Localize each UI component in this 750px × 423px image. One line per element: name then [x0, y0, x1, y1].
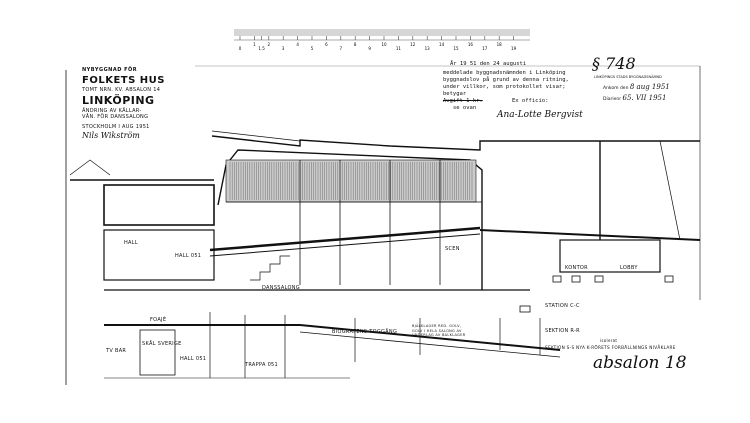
stamp-diarie-value: 65. VII 1951: [622, 94, 667, 102]
label-tv-bar: TV BAR: [106, 348, 127, 354]
title-line-6: VÅN. FÖR DANSSALONG: [82, 114, 149, 120]
approval-line-4: betygar: [443, 91, 467, 97]
label-isolerat: isolerat: [600, 338, 618, 343]
approval-fee: Avgift 1 kr.: [443, 98, 483, 104]
label-danssalong: DANSSALONG: [262, 285, 300, 291]
label-lobby: LOBBY: [620, 265, 638, 271]
ruler-tick-label: 13: [425, 46, 431, 51]
paragraph-number: § 748: [592, 54, 636, 73]
approval-line-2: byggnadslov på grund av denna ritning,: [443, 77, 569, 83]
ruler-tick-label: 5: [311, 46, 314, 51]
ruler-tick-label: 3: [282, 46, 285, 51]
ruler-tick-label: 9: [368, 46, 371, 51]
approval-line-6: se ovan: [453, 105, 477, 111]
label-bjalklager-note: BJÄLKLAGER RED. GOLV, GOLV I HELA SALONG…: [412, 324, 466, 337]
stamp-diarie-label: Diarienr: [603, 97, 622, 102]
title-line-3: TOMT NRN. KV. ABSALON 14: [82, 87, 161, 93]
ruler-tick-label: 18: [497, 42, 503, 47]
approval-date: År 19 51 den 24 augusti: [450, 61, 527, 67]
ruler-tick-label: 1: [253, 42, 256, 47]
label-hall-lower: HALL 051: [180, 356, 207, 362]
label-skal: SKÅL SVERIGE: [142, 341, 182, 347]
ruler-tick-label: 2: [268, 42, 271, 47]
stamp-ankom-label: Ankom den: [603, 86, 629, 91]
label-kontor: KONTOR: [565, 265, 588, 271]
architect-signature: Nils Wikström: [82, 131, 140, 140]
label-foaje: FOAJÉ: [150, 317, 167, 323]
title-line-1: NYBYGGNAD FÖR: [82, 67, 138, 73]
ruler-tick-label: 12: [410, 42, 416, 47]
ruler-tick-label: 19: [511, 46, 517, 51]
stamp-ankom-value: 8 aug 1951: [629, 83, 670, 91]
ruler-tick-label: 17: [482, 46, 488, 51]
ruler-tick-label: 11: [396, 46, 402, 51]
ruler-tick-label: 1.5: [258, 46, 265, 51]
title-date: STOCKHOLM I AUG 1951: [82, 124, 150, 130]
title-line-5: ÄNDRING AV KÄLLAR-: [82, 108, 142, 114]
ruler-tick-label: 16: [468, 42, 474, 47]
label-hall: HALL: [124, 240, 138, 246]
ruler-tick-label: 15: [453, 46, 459, 51]
scale-ruler: [234, 29, 530, 41]
ruler-tick-label: 0: [239, 46, 242, 51]
label-sektion-ss: SEKTION S-S NYA K-RÖRETS FORBÄLLNINGS NI…: [545, 345, 676, 350]
ruler-tick-label: 4: [296, 42, 299, 47]
ex-officio: Ex officio:: [512, 98, 549, 104]
label-station-cc: STATION C-C: [545, 303, 580, 309]
stamp-title: LINKÖPINGS STADS BYGGNADSNÄMND: [594, 75, 662, 79]
ruler-tick-label: 6: [325, 42, 328, 47]
label-hall-2: HALL 051: [175, 253, 202, 259]
ruler-tick-label: 7: [340, 46, 343, 51]
label-biografens-toggang: BIOGRAFENS TOGGÅNG: [332, 329, 398, 335]
ruler-tick-label: 8: [354, 42, 357, 47]
official-signature: Ana-Lotte Bergvist: [497, 110, 583, 120]
ruler-tick-label: 14: [439, 42, 445, 47]
title-linkoping: LINKÖPING: [82, 94, 155, 107]
label-trappa: TRAPPA 051: [245, 362, 279, 368]
ruler-tick-label: 10: [381, 42, 387, 47]
handwritten-absalon-18: absalon 18: [593, 353, 687, 373]
approval-line-3: under villkor, som protokollet visar;: [443, 84, 566, 90]
label-scen: SCEN: [445, 246, 460, 252]
approval-line-1: meddelade byggnadsnämnden i Linköping: [443, 70, 566, 76]
title-folkets-hus: FOLKETS HUS: [82, 75, 165, 86]
label-sektion-rr: SEKTION R-R: [545, 328, 580, 334]
